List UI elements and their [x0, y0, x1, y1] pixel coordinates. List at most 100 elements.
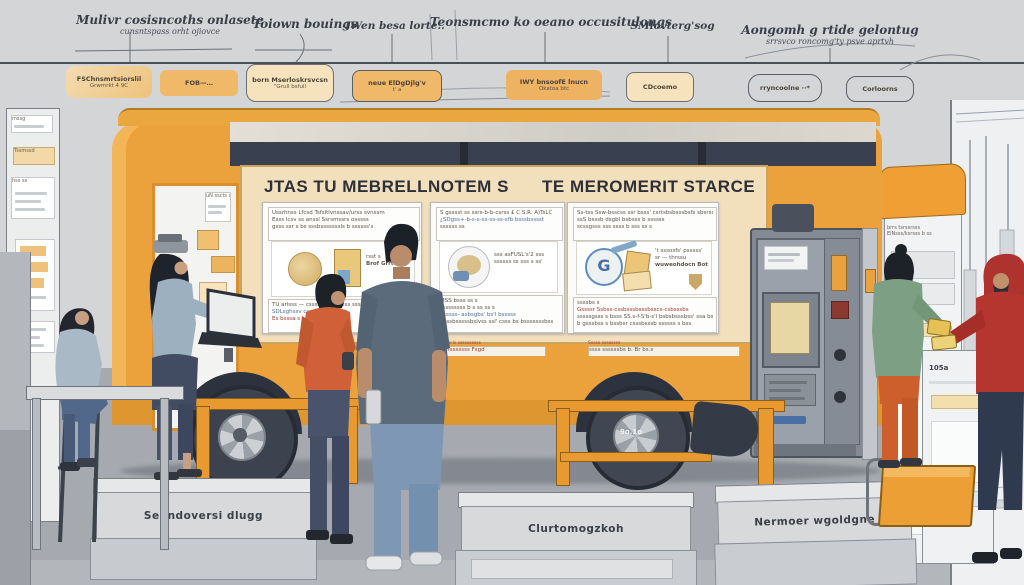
- annotation-6-sub: srrsvco roncomg'ty psve aprtvh: [765, 37, 895, 46]
- panel2-footer4: gsssbsssssbslvss ssl' csss bs bsssssssbs…: [440, 319, 554, 325]
- counter-strip-2: Sssss ssssssss ssss ssssssbs b. Br bs.s: [588, 340, 748, 356]
- booth-table-leg-2: [160, 398, 169, 550]
- truck-window-band: [230, 142, 876, 166]
- atm-button-1: [834, 349, 846, 361]
- panel3-footer2: Gssssr Ssbss-cssbsssbsssbsscs-csbsssbs: [577, 307, 689, 313]
- truck-skylight: [230, 122, 876, 144]
- annotation-1-label: Mulivr cosisncoths onlasete: [76, 13, 264, 27]
- annotation-3-label: IWen besa lorte..: [345, 20, 445, 32]
- annotation-5-label: SMlovterg'sog: [630, 20, 715, 32]
- panel3-footer4: b gsssbss s bssbsr csssbsssb ssssss s bs…: [577, 321, 692, 327]
- booth-table-leg-1: [32, 398, 41, 550]
- panel2-line3: ssssss ss: [440, 224, 465, 230]
- atm-red-label: [831, 301, 849, 319]
- panel3-caption1: 't sssosfs' psssss': [655, 248, 703, 254]
- doorway-poster-text: uN sscts ss: [206, 193, 230, 199]
- info-panel-2: S gsssst ss ssrs-b-b-csrss £ C.S.R. A)Ts…: [430, 202, 565, 334]
- panel3-caption3: wuweohdocn Bot: [655, 262, 708, 268]
- person-polo-man: [356, 223, 450, 571]
- wheel-hub-text: 9o.1o: [620, 428, 643, 436]
- tag-1: FSChnsmrtsiorslil Grwmrkt 4 9C: [66, 66, 152, 98]
- left-kiosk-label-2: Tssmssd: [14, 148, 35, 154]
- bench-middle: Clurtomogzkoh: [455, 492, 698, 585]
- person-green-jacket: [872, 244, 952, 468]
- tag-2: FOB—…: [160, 70, 238, 96]
- left-kiosk-label-1: mssg: [12, 116, 26, 122]
- left-kiosk-label-3: hss ss: [12, 178, 28, 184]
- atm-top-bracket: [772, 204, 814, 232]
- atm-keypad: [764, 374, 816, 406]
- atm-main-unit: [756, 238, 826, 447]
- atm-screen-bezel: [762, 292, 820, 368]
- panel2-line2: ¿SDgss+-b-s-s-ss-ss-ss-sfb bsssbsssst: [440, 217, 545, 223]
- tag-8-text: Corloorns: [862, 85, 898, 93]
- panel1-line1: Ussrhnss Lfcsd Tsfsltlvnssav/urss svnssm: [272, 210, 385, 216]
- annotation-5: SMlovterg'sog: [625, 20, 720, 33]
- tag-5-text: IWY bnsoofE lnucn: [519, 77, 589, 86]
- annotation-1-sub: cunsntspass orht ojiovce: [120, 27, 220, 36]
- atm-side-column: [824, 238, 860, 445]
- right-kiosk-label-2: ElNsss/ksrsss b ss: [887, 231, 932, 237]
- panel2-caption1: sss asFUSL's'2 sss: [494, 252, 545, 258]
- right-stand-leg-1: [556, 408, 570, 486]
- counter-strip-1-text: La bsrsssssss Fsgd: [433, 347, 485, 353]
- annotation-2: Toiown bouings: [250, 18, 360, 31]
- panel3-caption2: sr — thrssu: [655, 255, 687, 261]
- tag-6: CDcoemo: [626, 72, 694, 102]
- bench-middle-label: Clurtomogzkoh: [528, 523, 624, 535]
- panel2-caption2: ssssss ss sss s ss': [494, 259, 543, 265]
- annotation-4: Teonsmcmo ko oeano occusitulongs: [430, 15, 672, 29]
- right-kiosk-label-1: brrs tsrssrsss: [887, 225, 921, 231]
- booth-table-top: [26, 386, 184, 400]
- person-red-hoodie: [926, 253, 1024, 563]
- tag-1-text: FSChnsmrtsiorslil: [76, 74, 142, 83]
- shield-icon: [689, 274, 702, 290]
- panel1-line3: gsss ssr s bs sssbsssssssls b ssssss's: [272, 224, 374, 230]
- doorway-tag-2: [211, 256, 235, 273]
- bench-left: Sehndoversi dlugg: [90, 478, 317, 580]
- tag-4-text: neue ElDgDjlg'v: [368, 78, 426, 87]
- panel1-caption2: Brof Grrtwtt: [366, 261, 404, 267]
- tag-2-text: FOB—…: [185, 79, 213, 87]
- panel3-line1: Ss-tss Ssw-bsscss ssr bsss' csrtsbsbsssb…: [577, 210, 713, 216]
- panel1-caption1: rsst s: [366, 254, 381, 260]
- right-stand-lower-bar: [560, 452, 712, 462]
- tag-7-text: rryncoolne ··*: [760, 84, 810, 92]
- annotation-2-label: Toiown bouings: [252, 17, 358, 31]
- doorway-tag-1: [197, 230, 219, 250]
- panel3-line2: ssS bsssb dsgbl bsbsss b ssssss: [577, 217, 665, 223]
- annotation-1: Mulivr cosisncoths onlasete cunsntspass …: [70, 13, 270, 37]
- annotation-6: Aongomh g rtide gelontug srrsvco roncomg…: [735, 24, 925, 47]
- panel3-footer3: sssssgsss s bsss SS.s-f-S'b-s'l bsbsbsss…: [577, 314, 713, 320]
- tag-8: Corloorns: [846, 76, 914, 102]
- panel3-footer1: ssssbs s: [577, 300, 600, 306]
- tag-3-sub: "Grull bsfull: [273, 83, 307, 90]
- panel1-line2: Esss lcsv ss anssl Ssrsmssrs osssss: [272, 217, 369, 223]
- tag-5: IWY bnsoofE lnucn Okatoa btc: [506, 70, 602, 100]
- tag-6-text: CDcoemo: [642, 83, 678, 91]
- panel2-line1: S gsssst ss ssrs-b-b-csrss £ C.S.R. A)Ts…: [440, 210, 553, 216]
- tag-5-sub: Okatoa btc: [538, 85, 570, 92]
- panel2-footer1: MSS bsss ss s: [440, 298, 478, 304]
- person-seated-girl: [55, 308, 108, 543]
- panel1-footer3: Es bsssa s ssss: [272, 316, 314, 322]
- billboard-title-left: JTAS TU MEBRELLNOTEM S: [264, 177, 509, 196]
- panel2-footer3: Fsssss- asbsgbs' bs'l bsssss: [440, 312, 516, 318]
- bench-left-label: Sehndoversi dlugg: [143, 510, 264, 522]
- tag-3-text: born Mserloskrsvcsn: [252, 75, 328, 84]
- truck-roof: [118, 108, 880, 126]
- coin-icon: [288, 252, 322, 286]
- yellow-cards: [926, 318, 957, 351]
- logo-g-icon: G: [585, 248, 623, 286]
- annotation-4-label: Teonsmcmo ko oeano occusitulongs: [430, 15, 672, 29]
- fridge-label: 105a: [929, 365, 949, 371]
- panel2-footer2: Tssssssss b s ss ss s: [440, 305, 495, 311]
- globe-icon: [448, 246, 490, 288]
- left-foreground-slab-lower: [0, 430, 30, 585]
- atm-screen: [770, 302, 810, 354]
- tag-7: rryncoolne ··*: [748, 74, 822, 102]
- step-stool-handle: [866, 458, 889, 526]
